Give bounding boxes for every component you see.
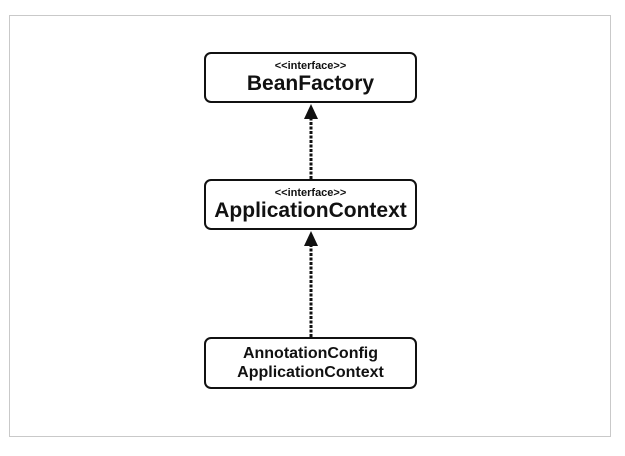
annotationconfig-title-line2: ApplicationContext	[237, 364, 384, 381]
annotationconfig-title-line1: AnnotationConfig	[242, 345, 379, 362]
interface-stereotype-label: <<interface>>	[274, 59, 347, 72]
annotationconfig-applicationcontext-node[interactable]: AnnotationConfig ApplicationContext	[204, 337, 417, 389]
arrowhead-icon	[304, 231, 318, 246]
edge-applicationcontext-to-beanfactory	[304, 104, 318, 179]
applicationcontext-node[interactable]: <<interface>> ApplicationContext	[204, 179, 417, 230]
interface-stereotype-label: <<interface>>	[274, 186, 347, 199]
edge-annotationconfig-to-applicationcontext	[304, 231, 318, 337]
applicationcontext-title: ApplicationContext	[214, 198, 407, 222]
beanfactory-node[interactable]: <<interface>> BeanFactory	[204, 52, 417, 103]
beanfactory-title: BeanFactory	[246, 71, 375, 95]
arrowhead-icon	[304, 104, 318, 119]
